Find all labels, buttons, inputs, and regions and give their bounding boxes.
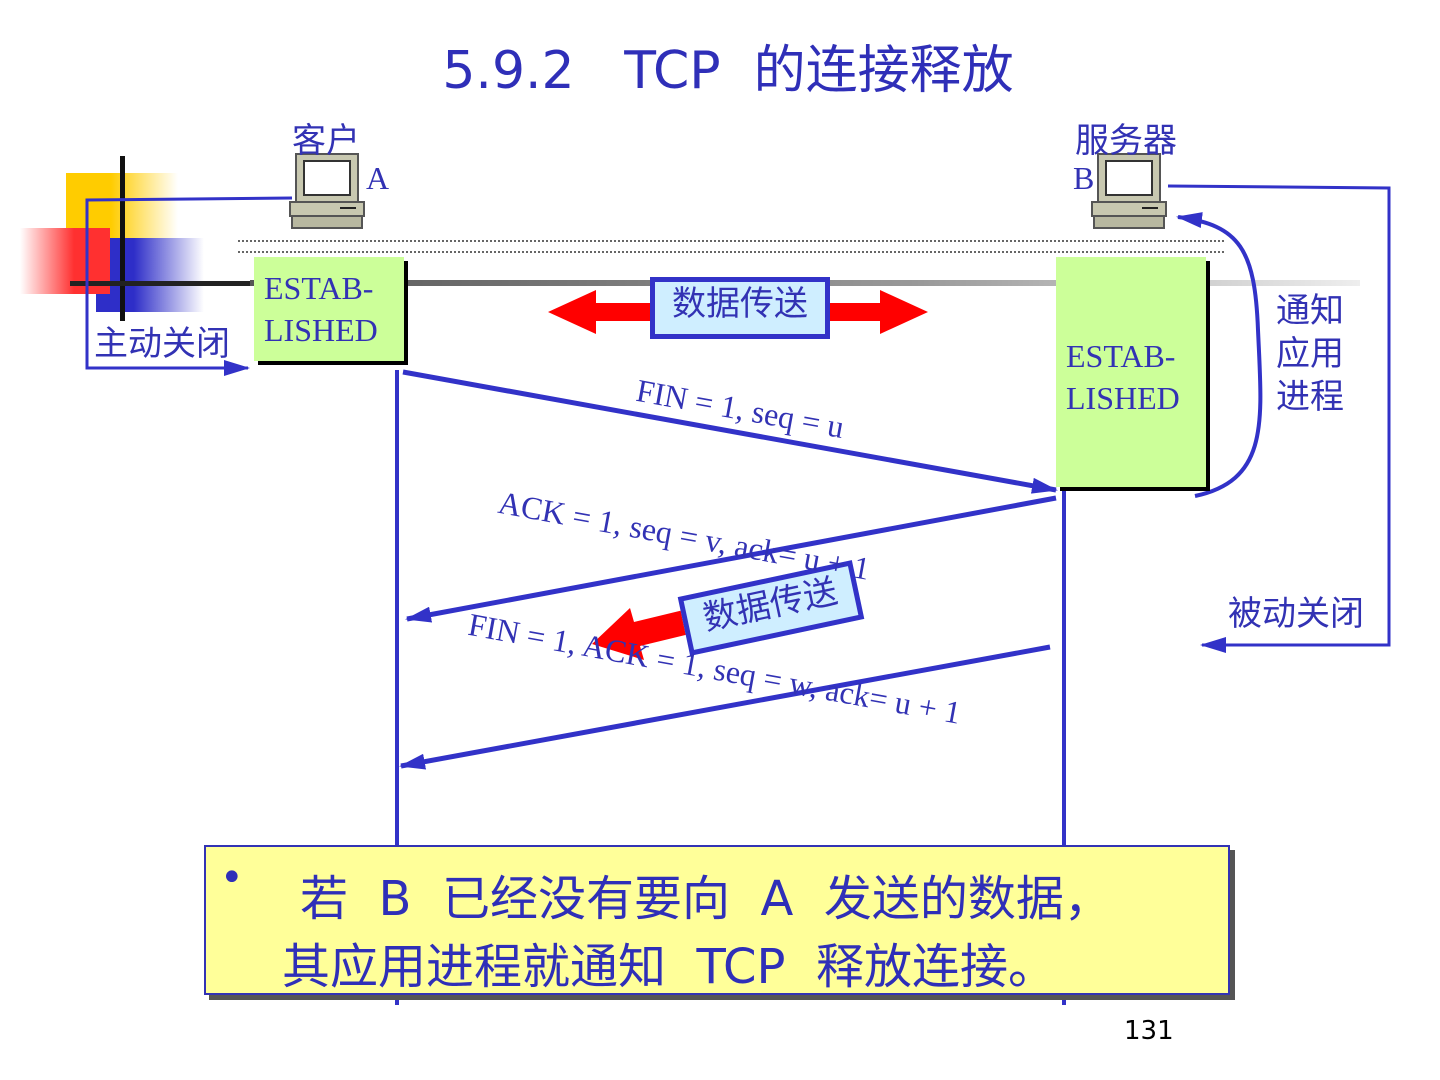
client-label: 客户 — [292, 121, 360, 161]
page-number: 131 — [1124, 1016, 1174, 1046]
server-state-box: ESTAB- LISHED — [1056, 257, 1206, 487]
client-state-line2: LISHED — [264, 312, 378, 348]
note-bullet: • — [220, 855, 244, 901]
note-box: • 若 B 已经没有要向 A 发送的数据， 其应用进程就通知 TCP 释放连接。 — [204, 845, 1230, 995]
ack-arrow — [405, 495, 1057, 623]
computer-icon-server — [1091, 153, 1167, 229]
notify-arrow — [1176, 212, 1263, 498]
server-letter: B — [1073, 160, 1095, 196]
notify-line1: 通知 — [1276, 291, 1344, 331]
server-state-line1: ESTAB- — [1066, 338, 1176, 374]
client-state-line1: ESTAB- — [264, 270, 374, 306]
passive-close-label: 被动关闭 — [1228, 594, 1364, 634]
active-close-label: 主动关闭 — [94, 324, 230, 364]
notify-label: 通知 应用 进程 — [1276, 290, 1344, 419]
note-line1: 若 B 已经没有要向 A 发送的数据， — [300, 871, 1112, 927]
server-state-line2: LISHED — [1066, 380, 1180, 416]
fin-ack-arrow — [399, 644, 1051, 770]
notify-line3: 进程 — [1276, 377, 1344, 417]
computer-icon-client — [289, 153, 365, 229]
client-letter: A — [366, 160, 390, 196]
data-transfer-arrow-2 — [592, 606, 706, 660]
data-transfer-box: 数据传送 — [650, 277, 830, 339]
active-close-arrow — [85, 196, 293, 376]
server-label: 服务器 — [1075, 121, 1177, 161]
page-title: 5.9.2 TCP 的连接释放 — [442, 41, 1014, 101]
client-state-box: ESTAB- LISHED — [254, 257, 404, 361]
notify-line2: 应用 — [1276, 334, 1344, 374]
note-line2: 其应用进程就通知 TCP 释放连接。 — [282, 939, 1057, 995]
fin-arrow — [402, 369, 1058, 494]
passive-close-arrow — [1167, 184, 1391, 653]
